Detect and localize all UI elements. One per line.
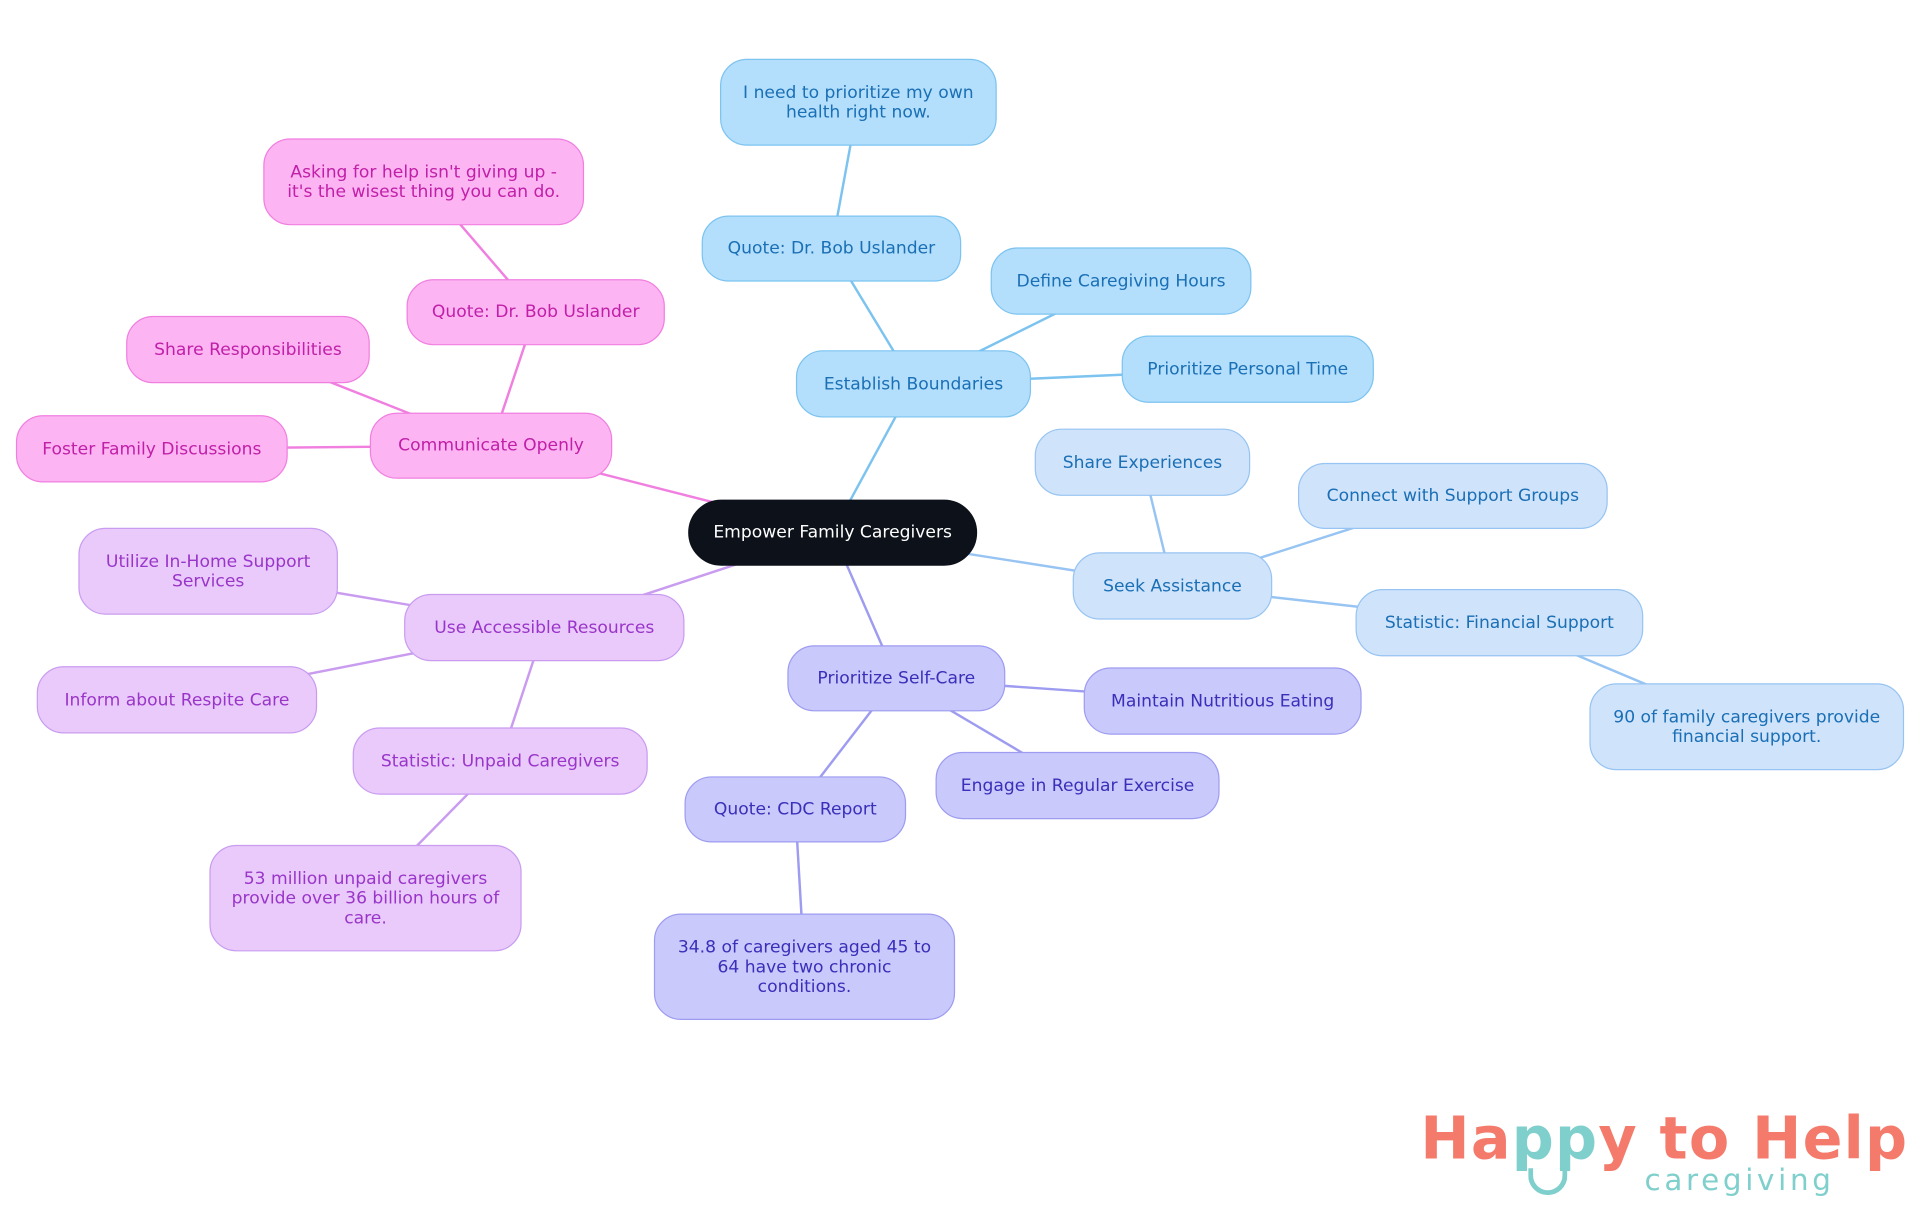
node-ps_q[interactable]: Quote: CDC Report (684, 776, 907, 843)
node-sa_f[interactable]: Statistic: Financial Support (1355, 588, 1644, 657)
logo-title: Happy to Help (1420, 1104, 1908, 1173)
node-label: Share Experiences (1062, 452, 1223, 473)
node-co_q1[interactable]: Asking for help isn't giving up - it's t… (263, 138, 585, 226)
node-sa_s[interactable]: Share Experiences (1034, 428, 1251, 496)
node-eb_d[interactable]: Define Caregiving Hours (990, 247, 1252, 315)
node-ps[interactable]: Prioritize Self-Care (787, 645, 1006, 712)
node-label: 34.8 of caregivers aged 45 to 64 have tw… (677, 937, 932, 997)
logo-subtitle: caregiving (1644, 1163, 1835, 1198)
node-ps_e[interactable]: Engage in Regular Exercise (935, 751, 1220, 820)
node-label: Engage in Regular Exercise (960, 775, 1195, 796)
logo-word-happy: Happy (1420, 1104, 1637, 1173)
node-label: Empower Family Caregivers (713, 522, 952, 543)
node-ps_m[interactable]: Maintain Nutritious Eating (1083, 667, 1362, 735)
node-label: Utilize In-Home Support Services (105, 551, 311, 591)
node-ur_i[interactable]: Inform about Respite Care (36, 666, 318, 734)
node-sa_c[interactable]: Connect with Support Groups (1297, 462, 1608, 529)
node-label: Use Accessible Resources (434, 617, 655, 638)
node-ur_s1[interactable]: 53 million unpaid caregivers provide ove… (209, 844, 522, 952)
node-label: Prioritize Personal Time (1147, 359, 1349, 379)
node-label: Inform about Respite Care (64, 690, 290, 710)
node-co_s[interactable]: Share Responsibilities (126, 315, 370, 384)
node-label: Quote: CDC Report (713, 799, 877, 820)
node-label: 90 of family caregivers provide financia… (1613, 707, 1881, 747)
node-label: I need to prioritize my own health right… (743, 82, 974, 122)
node-label: 53 million unpaid caregivers provide ove… (231, 868, 500, 928)
node-eb_q1[interactable]: I need to prioritize my own health right… (720, 58, 997, 146)
logo-letter: p (1511, 1104, 1556, 1174)
node-label: Prioritize Self-Care (817, 668, 976, 689)
smile-icon (1528, 1168, 1568, 1196)
node-co_q[interactable]: Quote: Dr. Bob Uslander (406, 279, 665, 346)
node-label: Connect with Support Groups (1326, 486, 1580, 506)
node-label: Foster Family Discussions (42, 438, 262, 459)
central-topic-node[interactable]: Empower Family Caregivers (688, 499, 978, 566)
node-label: Statistic: Financial Support (1384, 612, 1614, 633)
node-label: Quote: Dr. Bob Uslander (431, 302, 640, 323)
node-label: Communicate Openly (398, 435, 584, 456)
node-eb_p[interactable]: Prioritize Personal Time (1121, 335, 1374, 403)
logo-letter: p (1555, 1104, 1599, 1174)
node-co[interactable]: Communicate Openly (369, 412, 613, 479)
node-ur_u[interactable]: Utilize In-Home Support Services (78, 527, 338, 615)
happy-to-help-logo: Happy to Help caregiving (1420, 1104, 1907, 1202)
node-label: Statistic: Unpaid Caregivers (380, 751, 620, 771)
node-label: Share Responsibilities (154, 339, 342, 360)
node-label: Seek Assistance (1103, 576, 1242, 596)
node-label: Maintain Nutritious Eating (1111, 691, 1335, 711)
logo-word-to-help: to Help (1659, 1104, 1909, 1174)
node-sa_f1[interactable]: 90 of family caregivers provide financia… (1589, 683, 1905, 771)
node-ur[interactable]: Use Accessible Resources (404, 593, 685, 662)
node-label: Asking for help isn't giving up - it's t… (287, 162, 561, 202)
node-label: Establish Boundaries (823, 374, 1004, 394)
node-eb_q[interactable]: Quote: Dr. Bob Uslander (701, 215, 962, 282)
node-label: Define Caregiving Hours (1016, 271, 1226, 291)
node-eb[interactable]: Establish Boundaries (795, 350, 1032, 418)
logo-letter: a (1470, 1104, 1512, 1174)
node-sa[interactable]: Seek Assistance (1072, 552, 1273, 620)
logo-letter: H (1420, 1104, 1471, 1174)
node-ur_s[interactable]: Statistic: Unpaid Caregivers (352, 727, 648, 795)
node-ps_q1[interactable]: 34.8 of caregivers aged 45 to 64 have tw… (653, 913, 956, 1021)
logo-letter: y (1598, 1104, 1638, 1174)
node-label: Quote: Dr. Bob Uslander (727, 238, 936, 259)
node-co_f[interactable]: Foster Family Discussions (15, 415, 288, 483)
